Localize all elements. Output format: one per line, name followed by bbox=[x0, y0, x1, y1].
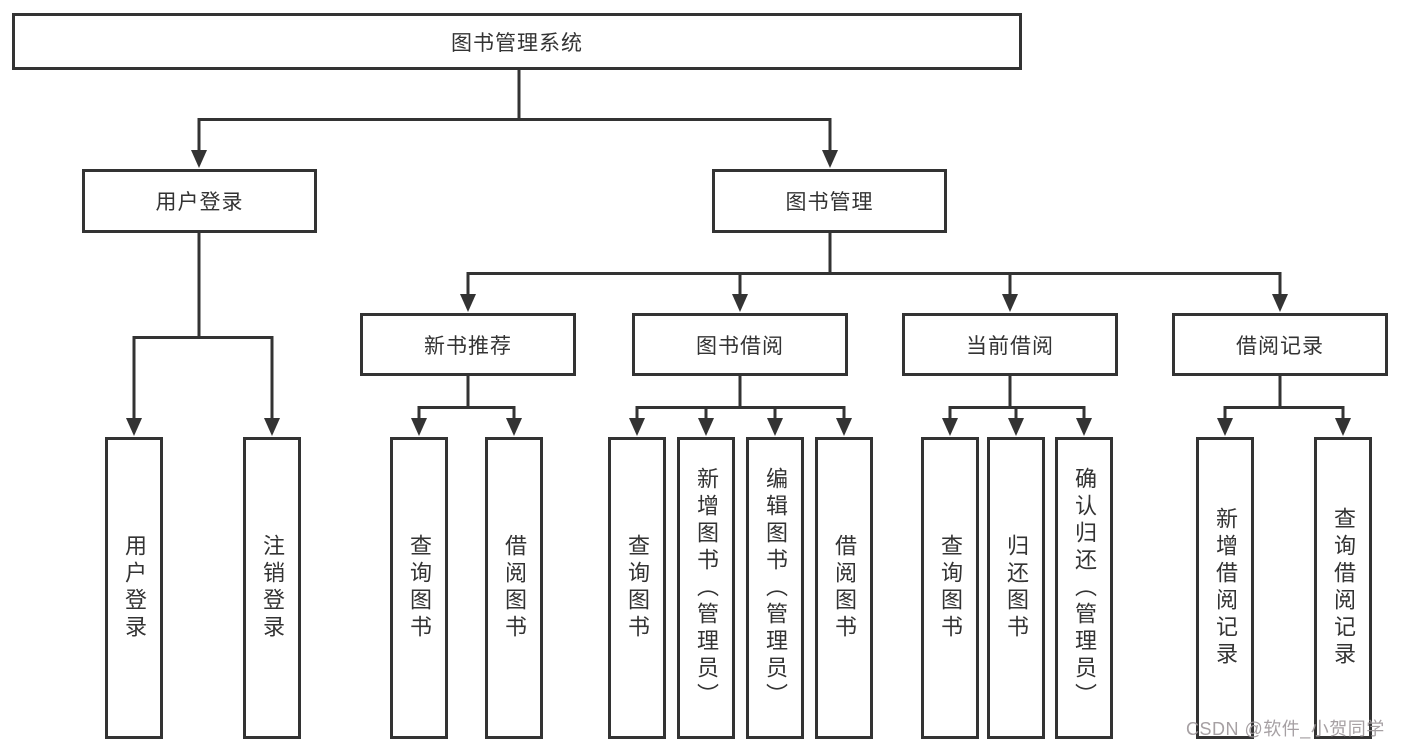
leaf-query-borrow-record: 查询借阅记录 bbox=[1314, 437, 1372, 739]
node-new-book-recommend-label: 新书推荐 bbox=[424, 334, 512, 358]
leaf-return-books: 归还图书 bbox=[987, 437, 1045, 739]
leaf-confirm-return-admin: 确认归还（管理员） bbox=[1055, 437, 1113, 739]
node-root: 图书管理系统 bbox=[12, 13, 1022, 70]
node-book-borrow-label: 图书借阅 bbox=[696, 334, 784, 358]
leaf-add-book-admin: 新增图书（管理员） bbox=[677, 437, 735, 739]
watermark: CSDN @软件_小贺同学 bbox=[1186, 719, 1385, 739]
leaf-add-borrow-record: 新增借阅记录 bbox=[1196, 437, 1254, 739]
leaf-query-books-borrow: 查询图书 bbox=[608, 437, 666, 739]
node-book-management-label: 图书管理 bbox=[785, 191, 874, 214]
node-user-login-label: 用户登录 bbox=[155, 191, 244, 214]
node-new-book-recommend: 新书推荐 bbox=[360, 313, 576, 376]
node-current-borrow-label: 当前借阅 bbox=[966, 334, 1054, 358]
node-book-management: 图书管理 bbox=[712, 169, 947, 233]
leaf-user-login: 用户登录 bbox=[105, 437, 163, 739]
node-book-borrow: 图书借阅 bbox=[632, 313, 848, 376]
node-borrow-records-label: 借阅记录 bbox=[1236, 334, 1324, 358]
node-current-borrow: 当前借阅 bbox=[902, 313, 1118, 376]
leaf-query-books-current: 查询图书 bbox=[921, 437, 979, 739]
leaf-borrow-books: 借阅图书 bbox=[815, 437, 873, 739]
node-user-login: 用户登录 bbox=[82, 169, 317, 233]
node-root-label: 图书管理系统 bbox=[451, 31, 583, 55]
leaf-borrow-books-recommend: 借阅图书 bbox=[485, 437, 543, 739]
leaf-logout: 注销登录 bbox=[243, 437, 301, 739]
leaf-query-books-recommend: 查询图书 bbox=[390, 437, 448, 739]
node-borrow-records: 借阅记录 bbox=[1172, 313, 1388, 376]
leaf-edit-book-admin: 编辑图书（管理员） bbox=[746, 437, 804, 739]
